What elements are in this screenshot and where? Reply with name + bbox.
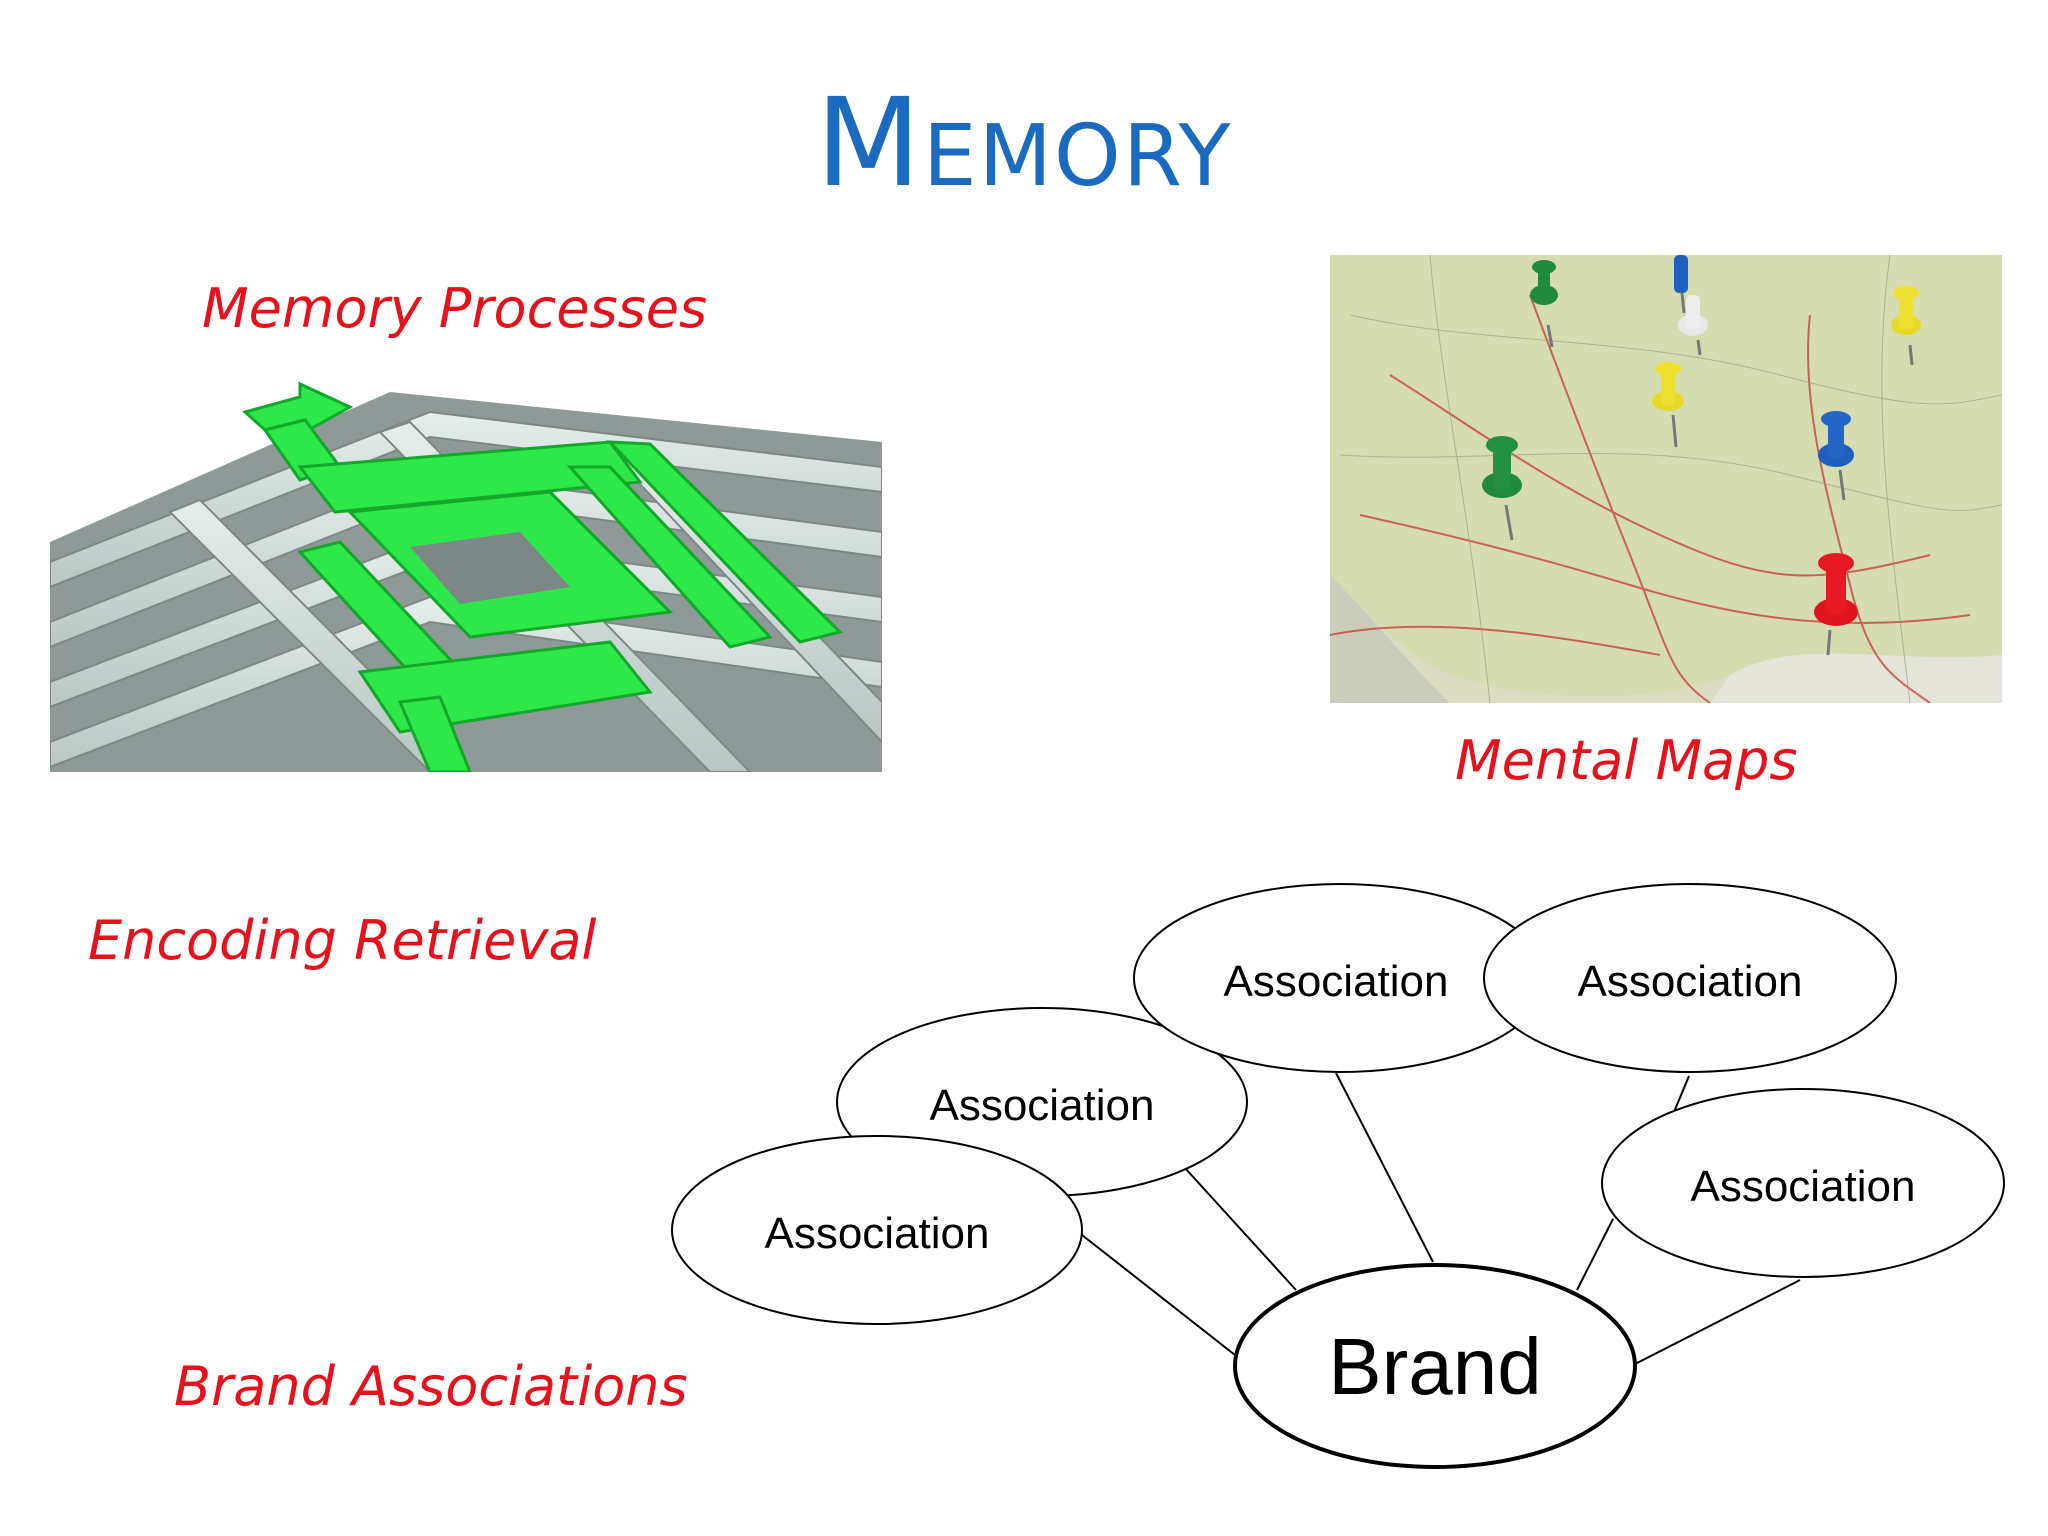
maze-icon: [50, 381, 882, 772]
association-label: Association: [929, 1081, 1154, 1130]
association-label: Association: [1223, 957, 1448, 1006]
association-node: Association: [1483, 883, 1897, 1073]
caption-memory-processes: Memory Processes: [202, 277, 708, 340]
association-node: Association: [1133, 883, 1547, 1073]
association-node: Association: [1601, 1088, 2005, 1278]
slide-title: Memory: [815, 72, 1233, 214]
brand-node: Brand: [1233, 1263, 1637, 1469]
caption-encoding-retrieval: Encoding Retrieval: [88, 909, 597, 972]
association-label: Association: [764, 1209, 989, 1258]
connector-lines: [1081, 1072, 1801, 1365]
association-node: Association: [671, 1135, 1083, 1325]
brand-label: Brand: [1328, 1322, 1541, 1411]
caption-brand-associations: Brand Associations: [174, 1355, 688, 1418]
caption-mental-maps: Mental Maps: [1455, 729, 1798, 792]
association-label: Association: [1690, 1162, 1915, 1211]
association-label: Association: [1577, 957, 1802, 1006]
map-with-pushpins-icon: [1330, 255, 2002, 703]
brand-association-diagram: Association Association Association Asso…: [671, 883, 2005, 1469]
